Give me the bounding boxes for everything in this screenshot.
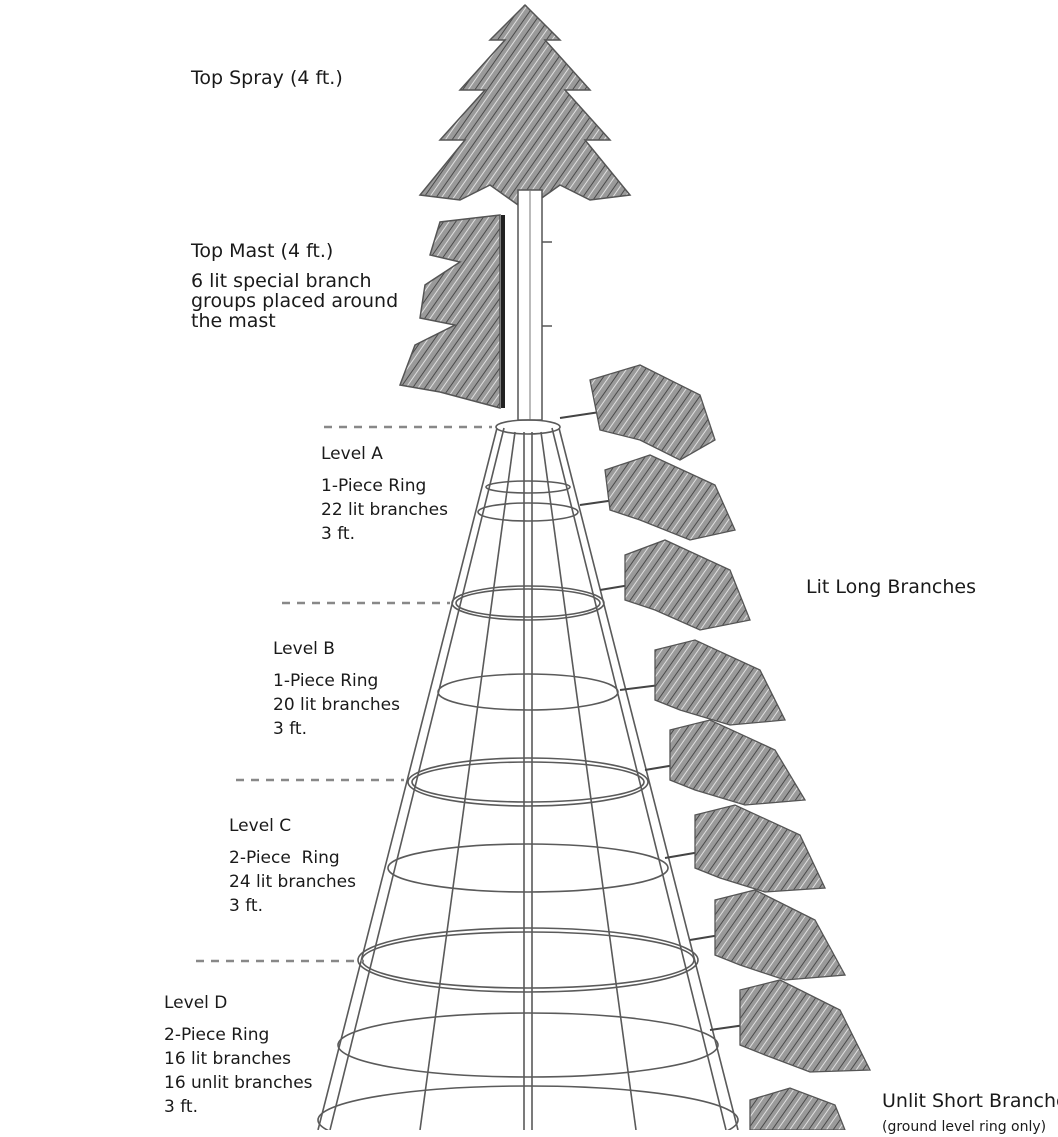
level-d-label: Level D 2-Piece Ring 16 lit branches 16 … [164,991,313,1119]
top-mast-line: the mast [191,310,276,332]
lit-long-branches [559,364,872,1130]
level-branches: 24 lit branches [229,872,356,892]
level-height: 3 ft. [164,1097,198,1117]
top-mast-label: Top Mast (4 ft.) 6 lit special branch gr… [191,241,398,331]
level-height: 3 ft. [229,896,263,916]
lit-long-branches-label: Lit Long Branches [806,576,976,598]
top-mast-line: 6 lit special branch [191,270,372,292]
level-ring: 1-Piece Ring [273,671,379,691]
top-mast-title: Top Mast (4 ft.) [191,240,334,262]
level-title: Level A [321,444,383,464]
unlit-short-branches-label: Unlit Short Branche [882,1091,1058,1111]
level-ring: 2-Piece Ring [164,1025,270,1045]
level-a-label: Level A 1-Piece Ring 22 lit branches 3 f… [321,442,448,546]
level-markers [196,425,492,963]
level-branches: 16 lit branches [164,1049,291,1069]
level-ring: 1-Piece Ring [321,476,427,496]
level-branches: 16 unlit branches [164,1073,313,1093]
top-mast-line: groups placed around [191,290,399,312]
level-height: 3 ft. [273,719,307,739]
top-spray [418,3,632,211]
level-height: 3 ft. [321,524,355,544]
level-branches: 20 lit branches [273,695,400,715]
level-ring: 2-Piece Ring [229,848,340,868]
level-c-label: Level C 2-Piece Ring 24 lit branches 3 f… [229,814,356,918]
level-title: Level B [273,639,335,659]
level-branches: 22 lit branches [321,500,448,520]
top-mast [398,189,552,421]
ground-level-note: (ground level ring only) [882,1119,1047,1135]
level-title: Level C [229,816,292,836]
top-spray-label: Top Spray (4 ft.) [191,67,343,89]
tree-frame [317,419,739,1130]
level-b-label: Level B 1-Piece Ring 20 lit branches 3 f… [273,637,400,741]
level-title: Level D [164,993,228,1013]
